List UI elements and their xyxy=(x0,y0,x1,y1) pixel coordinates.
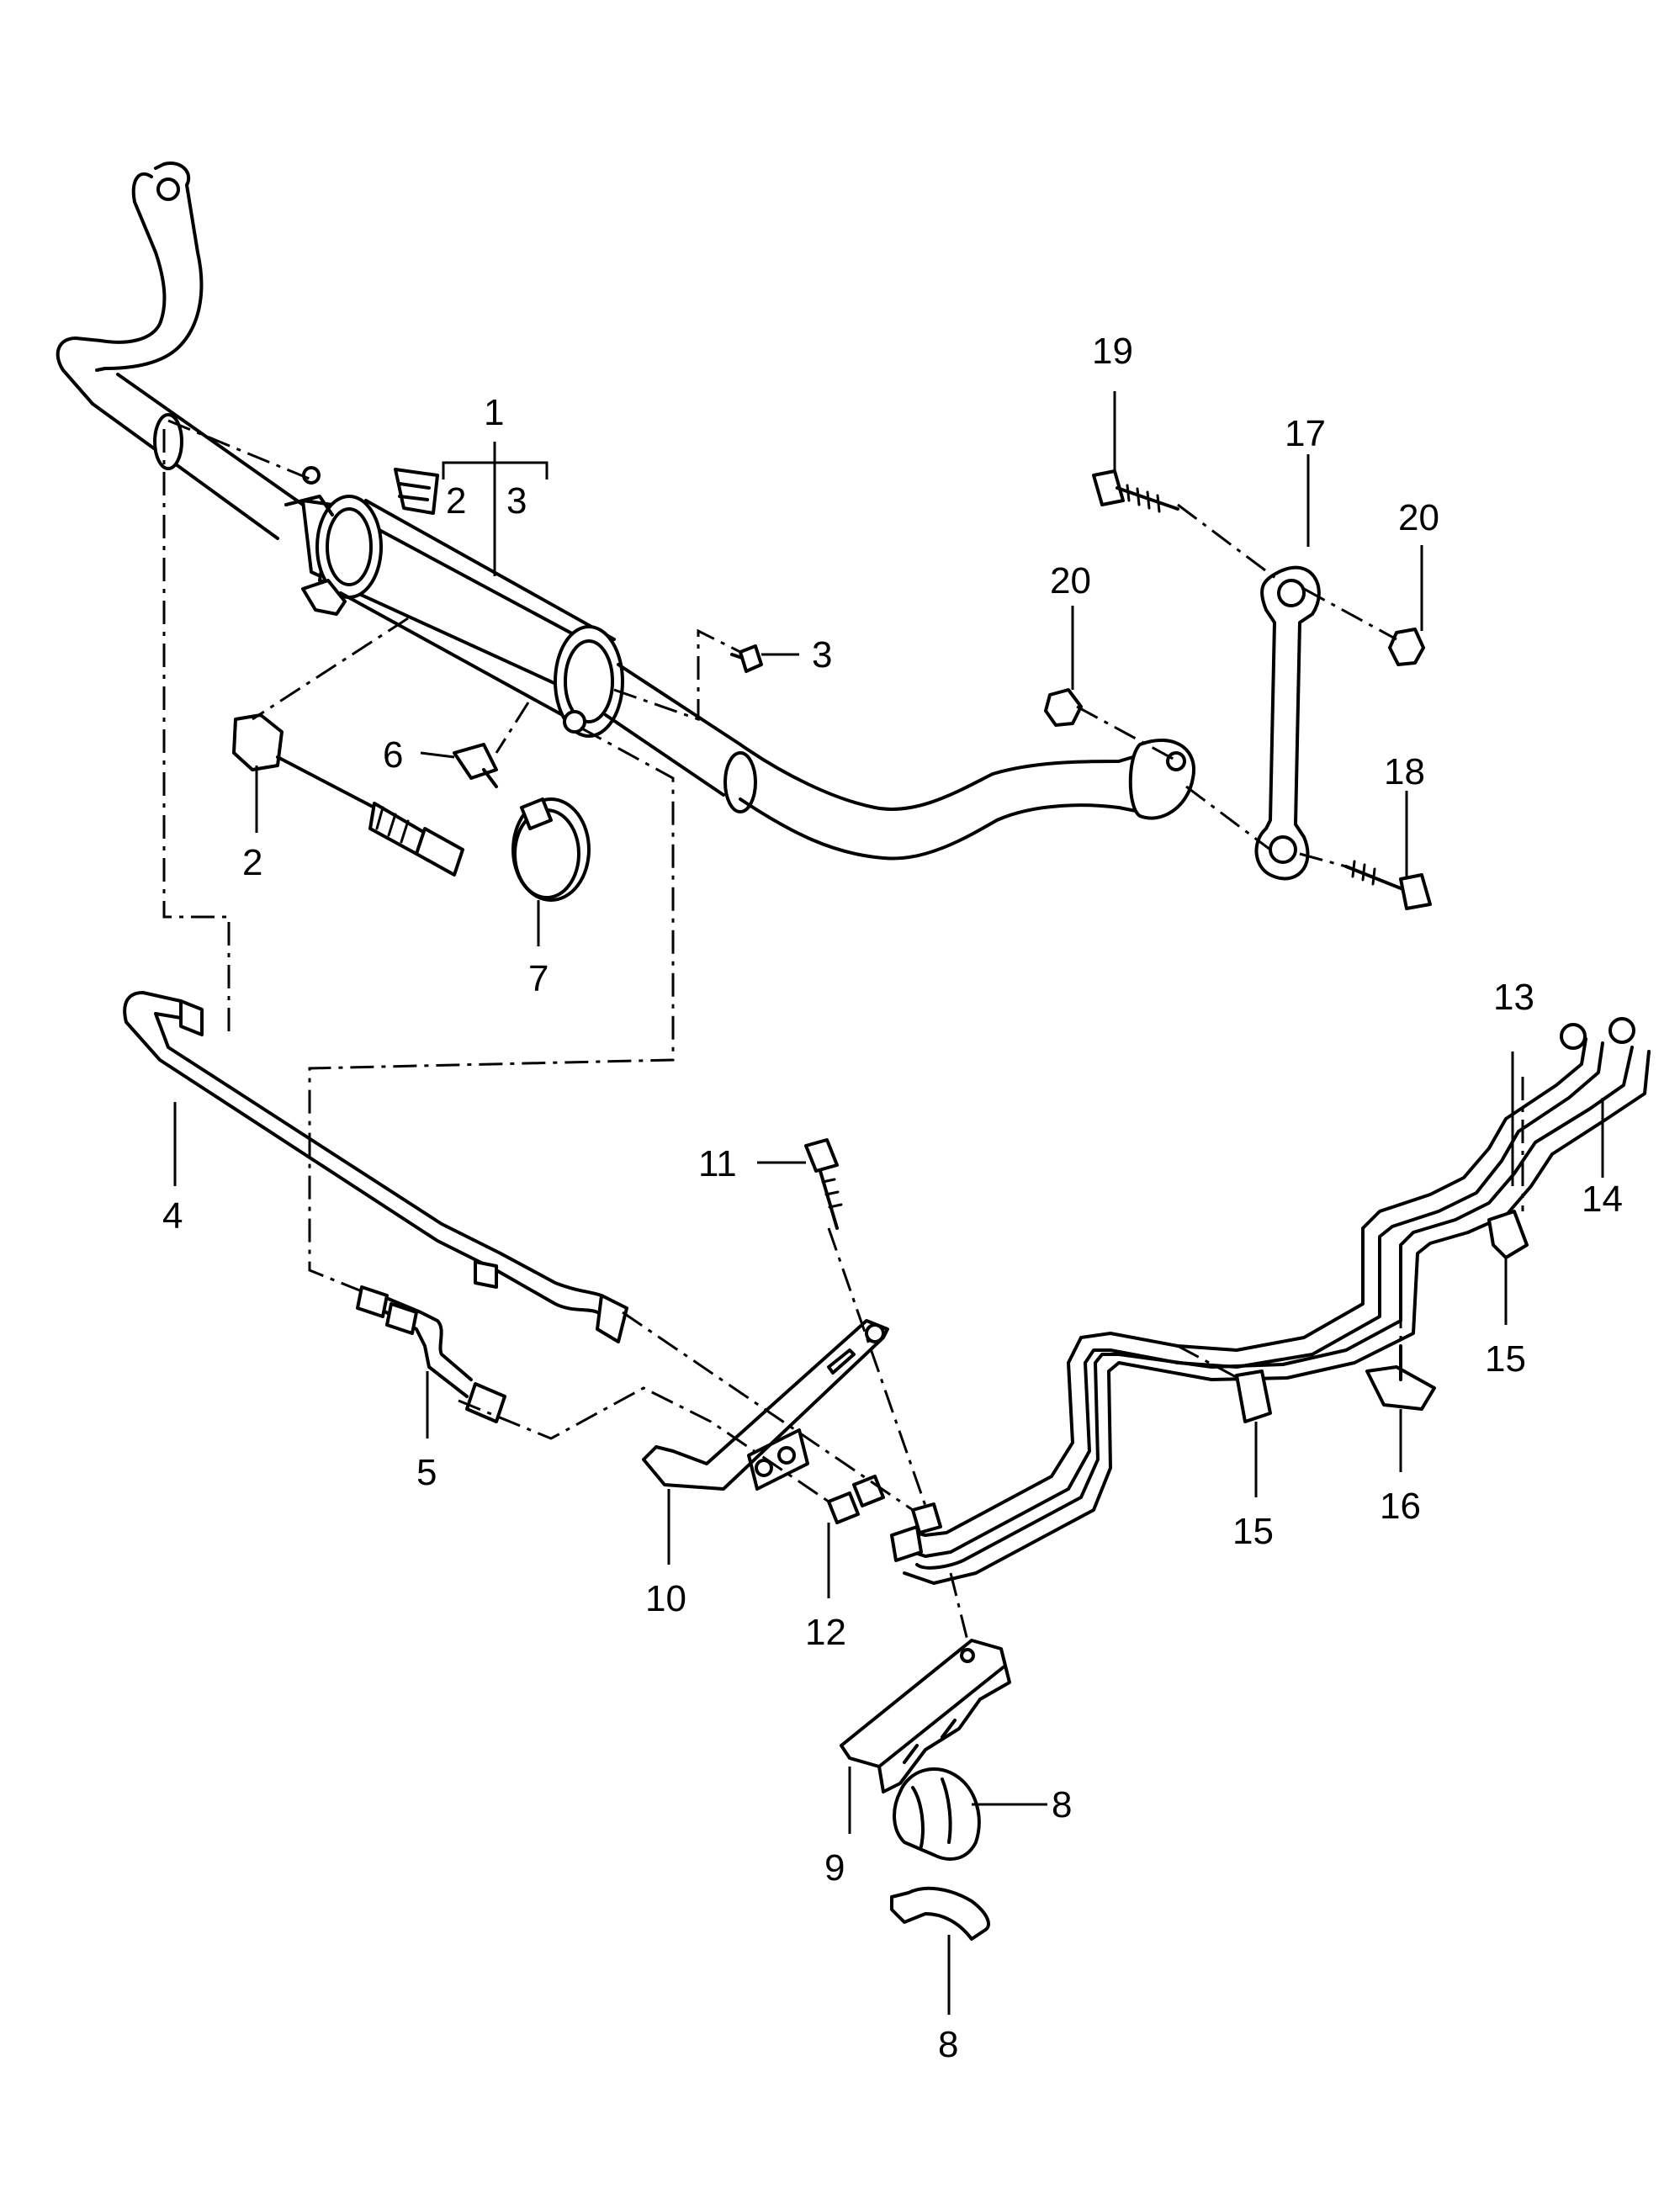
coupling-link xyxy=(1254,565,1321,881)
hydraulic-line-5 xyxy=(356,1285,506,1423)
stabilizer-bar-left xyxy=(56,162,305,540)
callout-4: 4 xyxy=(162,1195,183,1237)
screw-3 xyxy=(730,644,763,673)
callout-7: 7 xyxy=(528,958,549,999)
callout-1-sub-2: 2 xyxy=(446,480,466,522)
callout-13: 13 xyxy=(1493,977,1534,1018)
callout-5: 5 xyxy=(416,1452,437,1493)
callout-20-left: 20 xyxy=(1050,560,1091,601)
bracket-9 xyxy=(840,1639,1011,1793)
callout-20-right: 20 xyxy=(1398,497,1439,538)
callout-19: 19 xyxy=(1092,331,1133,372)
hydraulic-lines-13-14 xyxy=(890,1017,1651,1585)
callout-8-upper: 8 xyxy=(1052,1784,1072,1825)
callout-18: 18 xyxy=(1384,751,1425,792)
callout-16: 16 xyxy=(1380,1486,1421,1527)
bracket-10 xyxy=(642,1319,889,1491)
callout-11: 11 xyxy=(698,1143,737,1184)
leader-lines xyxy=(173,391,1604,2015)
callout-8-lower: 8 xyxy=(938,2024,958,2065)
bolt-11 xyxy=(804,1138,843,1230)
callout-15-right: 15 xyxy=(1485,1338,1526,1380)
nut-20-right xyxy=(1388,628,1425,666)
stabilizer-bar-right xyxy=(604,663,1196,861)
assembly-guide-lines xyxy=(162,419,1524,1641)
callout-1: 1 xyxy=(484,392,504,433)
clip-15-right xyxy=(1487,1210,1529,1259)
callout-9: 9 xyxy=(824,1847,845,1889)
bushing-8-upper xyxy=(893,1767,981,1861)
callout-3: 3 xyxy=(812,634,832,675)
callout-14: 14 xyxy=(1582,1179,1623,1220)
bolt-19 xyxy=(1092,469,1179,513)
callout-1-sub-3: 3 xyxy=(506,480,527,522)
callout-6: 6 xyxy=(383,734,403,776)
callout-15-left: 15 xyxy=(1232,1511,1274,1552)
clip-6 xyxy=(453,743,498,788)
clip-15-left xyxy=(1235,1369,1272,1423)
bushing-8-lower xyxy=(890,1886,990,1941)
hose-clamp-7 xyxy=(511,797,591,902)
hydraulic-line-4 xyxy=(123,991,628,1343)
holder-16 xyxy=(1365,1344,1436,1411)
callout-17: 17 xyxy=(1285,413,1326,454)
sensor-2 xyxy=(232,713,464,877)
stabilizer-actuator xyxy=(284,466,624,738)
callout-labels: 1 2 3 2 3 4 5 6 7 8 8 9 10 11 12 13 14 1… xyxy=(162,331,1623,2065)
callout-12: 12 xyxy=(805,1612,846,1653)
callout-10: 10 xyxy=(645,1578,686,1619)
nut-20-left xyxy=(1044,688,1083,727)
callout-2: 2 xyxy=(242,842,262,883)
bolt-18 xyxy=(1344,860,1432,910)
